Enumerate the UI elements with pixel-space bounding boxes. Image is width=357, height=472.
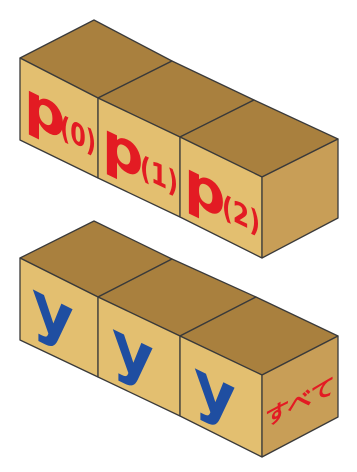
top-row-blocks: p (0) p (1) p (2) xyxy=(20,20,338,258)
bottom-row-blocks: y y y すべて xyxy=(20,221,338,457)
